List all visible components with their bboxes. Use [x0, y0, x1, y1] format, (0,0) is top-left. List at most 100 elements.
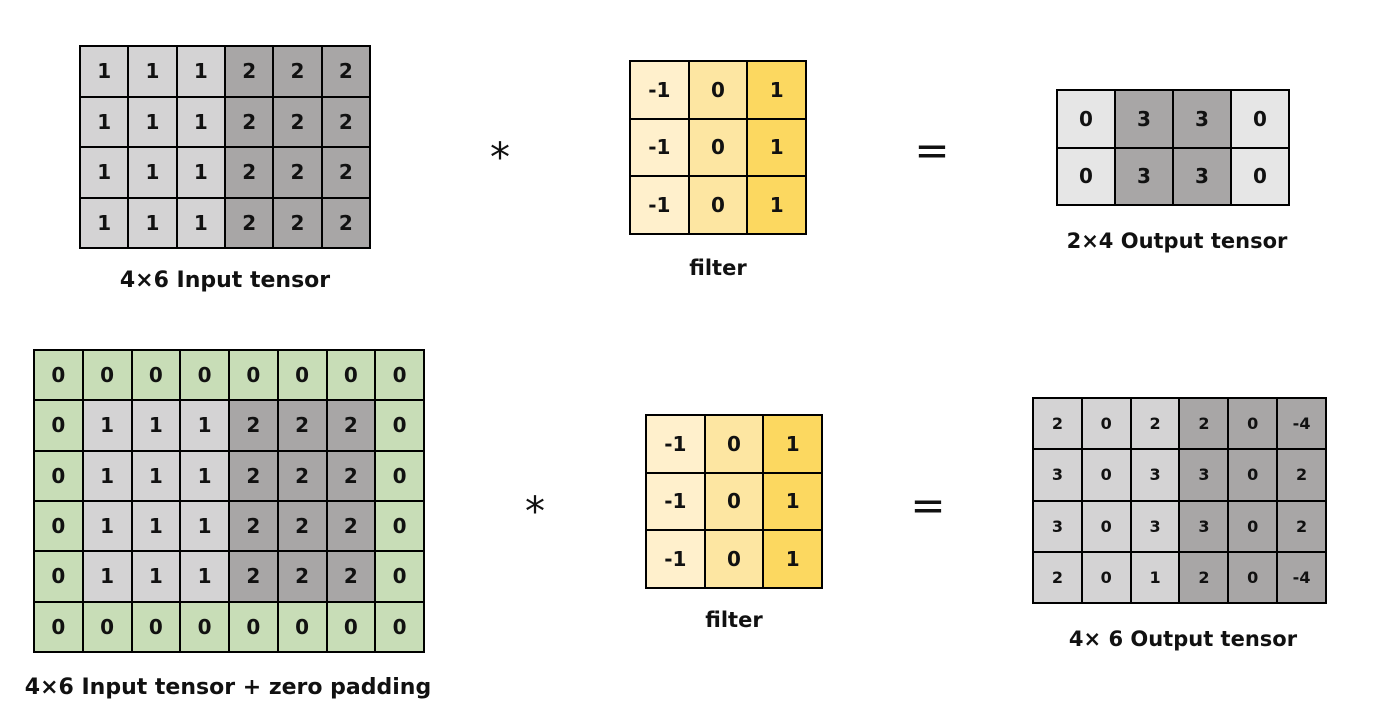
grid-cell: -4: [1278, 552, 1325, 602]
grid-cell: 2: [1180, 552, 1228, 602]
grid-cell: 0: [83, 351, 131, 400]
grid-cell: 0: [35, 501, 82, 551]
top-equals-sign: =: [914, 125, 950, 175]
grid-cell: 1: [764, 416, 821, 472]
grid-cell: 2: [1034, 399, 1081, 449]
grid-cell: 0: [278, 351, 326, 400]
grid-cell: 2: [278, 451, 326, 500]
grid-cell: 1: [129, 47, 176, 96]
grid-cell: 0: [230, 351, 277, 400]
grid-cell: 0: [1229, 450, 1277, 500]
grid-cell: 2: [327, 552, 375, 601]
grid-cell: -1: [647, 416, 704, 472]
bottom-equals-sign: =: [910, 480, 946, 530]
grid-cell: 2: [225, 148, 273, 197]
grid-cell: 3: [1116, 91, 1172, 147]
grid-cell: 0: [689, 62, 747, 118]
grid-cell: 1: [81, 97, 128, 146]
grid-cell: 1: [177, 97, 224, 146]
grid-cell: 0: [689, 119, 747, 176]
grid-cell: 1: [132, 501, 180, 551]
grid-cell: 1: [83, 451, 131, 500]
grid-cell: 2: [1131, 399, 1179, 449]
grid-cell: 3: [1034, 450, 1081, 500]
grid-cell: 0: [1232, 148, 1288, 204]
grid-cell: 2: [1180, 399, 1228, 449]
grid-cell: 0: [376, 501, 423, 551]
top-input-caption: 4×6 Input tensor: [119, 268, 331, 293]
grid-cell: 0: [1082, 450, 1130, 500]
grid-cell: 0: [1082, 399, 1130, 449]
grid-cell: 1: [129, 97, 176, 146]
grid-cell: 0: [705, 531, 763, 587]
grid-cell: 1: [83, 501, 131, 551]
grid-cell: 2: [230, 451, 277, 500]
grid-cell: 0: [83, 602, 131, 651]
grid-cell: 2: [278, 552, 326, 601]
grid-cell: 2: [327, 401, 375, 450]
grid-cell: -1: [647, 473, 704, 530]
grid-cell: 1: [83, 552, 131, 601]
grid-cell: -1: [631, 177, 688, 233]
grid-cell: 1: [129, 148, 176, 197]
grid-cell: 2: [274, 97, 321, 146]
grid-cell: 0: [35, 351, 82, 400]
grid-cell: 2: [327, 451, 375, 500]
grid-cell: 2: [274, 148, 321, 197]
grid-cell: 2: [225, 47, 273, 96]
grid-cell: 3: [1174, 91, 1230, 147]
grid-cell: 1: [81, 47, 128, 96]
grid-cell: 1: [181, 501, 228, 551]
grid-cell: 0: [705, 416, 763, 472]
grid-cell: 3: [1180, 450, 1228, 500]
grid-cell: 1: [177, 198, 224, 247]
grid-cell: 2: [225, 97, 273, 146]
grid-cell: 0: [1058, 148, 1114, 204]
grid-cell: 2: [274, 198, 321, 247]
grid-cell: 0: [181, 351, 228, 400]
grid-cell: 3: [1034, 501, 1081, 551]
grid-cell: 0: [376, 351, 423, 400]
bottom-convolution-operator: *: [525, 489, 545, 535]
grid-cell: 0: [1229, 552, 1277, 602]
top-convolution-operator: *: [490, 135, 510, 181]
grid-cell: 0: [1232, 91, 1288, 147]
grid-cell: 0: [132, 602, 180, 651]
grid-cell: -1: [631, 62, 688, 118]
grid-cell: 0: [35, 552, 82, 601]
grid-cell: 2: [274, 47, 321, 96]
grid-cell: 2: [230, 401, 277, 450]
grid-cell: 0: [35, 602, 82, 651]
grid-cell: 2: [322, 47, 369, 96]
grid-cell: 1: [132, 401, 180, 450]
grid-cell: 0: [35, 401, 82, 450]
grid-cell: 1: [177, 148, 224, 197]
top-filter-caption: filter: [689, 256, 747, 280]
grid-cell: 2: [230, 552, 277, 601]
grid-cell: 2: [1278, 501, 1325, 551]
grid-cell: 2: [278, 501, 326, 551]
bottom-input-caption: 4×6 Input tensor + zero padding: [24, 675, 432, 700]
grid-cell: 1: [764, 531, 821, 587]
grid-cell: 1: [81, 198, 128, 247]
grid-cell: 1: [181, 552, 228, 601]
grid-cell: 2: [225, 198, 273, 247]
grid-cell: 2: [230, 501, 277, 551]
grid-cell: 0: [230, 602, 277, 651]
grid-cell: 0: [132, 351, 180, 400]
grid-cell: 3: [1174, 148, 1230, 204]
grid-cell: 1: [81, 148, 128, 197]
bottom-filter-caption: filter: [705, 608, 763, 632]
grid-cell: 0: [181, 602, 228, 651]
grid-cell: 3: [1131, 501, 1179, 551]
grid-cell: 1: [748, 177, 805, 233]
grid-cell: 0: [1229, 501, 1277, 551]
grid-cell: 0: [1082, 501, 1130, 551]
grid-cell: 2: [327, 501, 375, 551]
grid-cell: 1: [764, 473, 821, 530]
